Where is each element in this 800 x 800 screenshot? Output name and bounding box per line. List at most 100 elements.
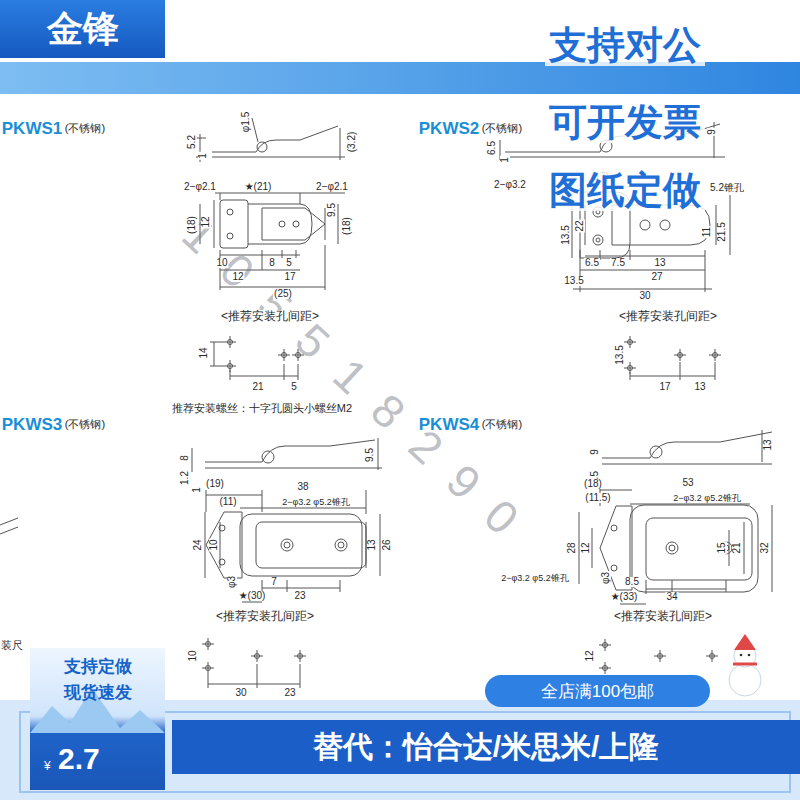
node-text: 全店满100包邮 xyxy=(541,683,654,700)
dimension-label: 5.2锥孔 xyxy=(709,183,745,193)
dimension-label: 10 xyxy=(209,538,219,551)
dimension-label: <推荐安装孔间距> xyxy=(215,610,315,622)
dimension-label: 6.5 xyxy=(584,258,600,268)
node-text: 支持定做 xyxy=(64,658,132,675)
dimension-label: ★(21) xyxy=(244,182,273,192)
dimension-label: 12 xyxy=(231,272,244,282)
dimension-label: 21 xyxy=(732,541,742,554)
dimension-label: (19) xyxy=(205,479,225,489)
dimension-label: 13.5 xyxy=(561,224,571,245)
dimension-label: 10 xyxy=(215,258,228,268)
dimension-label: (不锈钢) xyxy=(481,123,523,134)
dimension-label: 8.5 xyxy=(624,577,640,587)
dimension-label: 23 xyxy=(283,688,296,698)
dimension-label: 27 xyxy=(650,272,663,282)
dimension-label: 推荐安装螺丝：十字孔圆头小螺丝M2 xyxy=(171,403,353,414)
dimension-label: <推荐安装孔间距> xyxy=(220,310,320,322)
dimension-label: 34 xyxy=(665,592,678,602)
dimension-label: 1.2 xyxy=(180,470,190,486)
dimension-label: 6.5 xyxy=(487,140,497,156)
dimension-label: 10 xyxy=(188,649,198,662)
dimension-label: 12 xyxy=(581,541,591,554)
shipping-band: 全店满100包邮 xyxy=(485,675,710,707)
dimension-label: 38 xyxy=(296,482,309,492)
dimension-label: (不锈钢) xyxy=(481,419,523,430)
service-note: 图纸定做 xyxy=(545,169,705,211)
dimension-label: 21.5 xyxy=(717,221,727,242)
dimension-label: 13.5 xyxy=(615,344,625,365)
dimension-label: 8 xyxy=(180,454,190,462)
brand-box: 金锋 xyxy=(0,0,165,58)
dimension-label: (18) xyxy=(187,215,197,235)
dimension-label: 23 xyxy=(293,591,306,601)
substitute-band: 替代：怡合达/米思米/上隆 xyxy=(172,720,800,774)
dimension-label: (25) xyxy=(273,289,293,299)
dimension-label: 24 xyxy=(193,538,203,551)
dimension-label: 7 xyxy=(270,577,278,587)
dimension-label: 装尺 xyxy=(0,640,24,651)
dimension-label: 5.2 xyxy=(187,134,197,150)
model-name: PKWS2 xyxy=(418,120,480,137)
dimension-label: 5 xyxy=(285,258,293,268)
top-band xyxy=(0,62,800,94)
dimension-label: (18) xyxy=(342,216,352,236)
dimension-label: 2−φ3.2 xyxy=(493,180,527,190)
dimension-label: 30 xyxy=(234,688,247,698)
dimension-label: 22 xyxy=(575,219,585,232)
technical-drawing xyxy=(0,118,772,688)
dimension-label: 1 xyxy=(192,486,202,494)
dimension-label: 13.5 xyxy=(563,276,584,286)
service-note: 可开发票 xyxy=(545,101,705,143)
dimension-label: 1 xyxy=(198,152,208,160)
dimension-label: 12 xyxy=(201,215,211,228)
promo-box: 支持定做现货速发 ¥2.7 xyxy=(30,648,165,790)
node-text: 替代：怡合达/米思米/上隆 xyxy=(313,732,660,762)
service-note: 支持对公 xyxy=(545,24,705,66)
dimension-label: ★(33) xyxy=(610,592,639,602)
dimension-label: 1 xyxy=(500,156,510,164)
dimension-label: φ3 xyxy=(601,571,611,585)
dimension-label: 17 xyxy=(283,272,296,282)
dimension-label: 9 xyxy=(590,448,600,456)
dimension-label: 13 xyxy=(653,258,666,268)
dimension-label: 15 xyxy=(717,541,727,554)
node-text: 现货速发 xyxy=(64,684,132,701)
dimension-label: φ1.5 xyxy=(241,111,251,133)
dimension-label: 14 xyxy=(199,346,209,359)
dimension-label: 9.5 xyxy=(327,202,337,218)
dimension-label: (11.5) xyxy=(584,493,611,503)
dimension-label: <推荐安装孔间距> xyxy=(613,610,713,622)
dimension-label: 30 xyxy=(638,291,651,301)
dimension-label: (不锈钢) xyxy=(64,419,106,430)
node-text: 金锋 xyxy=(47,11,119,47)
dimension-label: 12 xyxy=(585,649,595,662)
dimension-label: 17 xyxy=(658,382,671,392)
dimension-label: 53 xyxy=(681,478,694,488)
node-text: ¥ xyxy=(44,760,51,772)
dimension-label: (不锈钢) xyxy=(64,123,106,134)
dimension-label: 9 xyxy=(707,128,717,136)
dimension-label: (11) xyxy=(218,497,237,507)
dimension-label: 5 xyxy=(290,382,298,392)
dimension-label: 2−φ3.2 φ5.2锥孔 xyxy=(500,574,569,583)
model-name: PKWS4 xyxy=(418,416,480,433)
dimension-label: 28 xyxy=(567,541,577,554)
dimension-label: 2−φ2.1 xyxy=(183,182,217,192)
dimension-label: 21 xyxy=(251,382,264,392)
dimension-label: 2−φ3.2 φ5.2锥孔 xyxy=(281,498,350,507)
dimension-label: 11 xyxy=(702,226,712,238)
dimension-label: 13 xyxy=(693,382,706,392)
model-name: PKWS3 xyxy=(1,416,63,433)
model-name: PKWS1 xyxy=(1,120,63,137)
node-text: 2.7 xyxy=(58,744,100,774)
dimension-label: φ3 xyxy=(227,575,237,589)
dimension-label: (3.2) xyxy=(347,131,357,154)
dimension-label: 13 xyxy=(763,438,773,451)
dimension-label: 8 xyxy=(268,258,276,268)
dimension-label: 32 xyxy=(760,541,770,554)
dimension-label: 2−φ3.2 φ5.2锥孔 xyxy=(672,494,741,503)
dimension-label: 9.5 xyxy=(365,447,375,463)
dimension-label: 26 xyxy=(382,538,392,551)
dimension-label: <推荐安装孔间距> xyxy=(618,310,718,322)
dimension-label: ★(30) xyxy=(238,591,267,601)
